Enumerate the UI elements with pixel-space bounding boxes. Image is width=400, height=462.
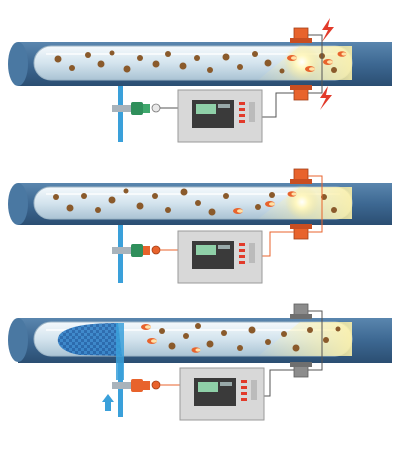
stage-2-sparks (233, 191, 297, 214)
stage-3-water-pipe (118, 363, 123, 417)
particle (281, 331, 287, 337)
stage-2-valve (131, 244, 161, 257)
particle (136, 202, 144, 210)
status-led-column (241, 380, 247, 401)
stage-3-detection-zone (258, 322, 352, 356)
particle (179, 62, 187, 70)
particle (264, 59, 272, 67)
stage-1-alarm-icon (322, 18, 334, 42)
particle (208, 208, 216, 216)
status-led-column (239, 243, 245, 264)
particle (252, 51, 258, 57)
particle (97, 60, 105, 68)
particle (292, 344, 300, 352)
particle (159, 328, 165, 334)
stage-1-particles (54, 50, 337, 74)
particle (255, 204, 261, 210)
stage-3-water-spray (57, 323, 122, 356)
particle (152, 193, 158, 199)
particle (279, 68, 285, 74)
particle (165, 51, 171, 57)
particle (269, 192, 275, 198)
water-flow-arrow-icon (102, 394, 114, 411)
particle (81, 193, 87, 199)
stage-1-water-pipe (118, 86, 123, 142)
particle (207, 67, 213, 73)
stage-2-pipe-inlet (8, 183, 28, 225)
stage-1-control-unit (177, 89, 263, 143)
status-led-column (239, 102, 245, 123)
particle (123, 188, 129, 194)
particle (123, 65, 131, 73)
particle (180, 188, 188, 196)
particle (335, 326, 341, 332)
stage-3-sparks (141, 324, 201, 353)
stage-3-control-unit (179, 367, 265, 421)
stage-1-panel (8, 18, 392, 143)
particle (69, 65, 75, 71)
particle (331, 207, 337, 213)
particle (165, 207, 171, 213)
particle (237, 345, 243, 351)
stage-3-panel (8, 303, 392, 421)
stage-3-valve (131, 379, 161, 392)
particle (307, 327, 313, 333)
stage-1-detector-top (290, 27, 312, 43)
particle (168, 342, 176, 350)
particle (53, 194, 59, 200)
particle (206, 340, 214, 348)
stage-1-flash (284, 44, 320, 80)
stage-3-pipe-inlet (8, 318, 28, 362)
stage-1-pipe-inlet (8, 42, 28, 86)
particle (137, 55, 143, 61)
particle (221, 330, 227, 336)
particle (66, 204, 74, 212)
particle (95, 207, 101, 213)
stage-2-control-unit (177, 230, 263, 284)
particle (323, 337, 329, 343)
particle (194, 55, 200, 61)
stage-1-alarm-icon-lower (320, 86, 332, 110)
particle (152, 60, 160, 68)
stage-3-particles (159, 323, 341, 352)
particle (183, 333, 189, 339)
particle (195, 323, 201, 329)
particle (85, 52, 91, 58)
particle (108, 196, 116, 204)
particle (109, 50, 115, 56)
particle (54, 55, 62, 63)
stage-2-flash (285, 185, 319, 219)
stage-1-sparks (287, 51, 347, 72)
particle (248, 326, 256, 334)
particle (223, 193, 229, 199)
particle (195, 200, 201, 206)
particle (265, 339, 271, 345)
particle (237, 64, 243, 70)
particle (331, 67, 337, 73)
stage-1-valve (131, 102, 161, 115)
stage-2-panel (8, 168, 392, 284)
stage-2-particles (53, 188, 337, 216)
particle (222, 53, 230, 61)
